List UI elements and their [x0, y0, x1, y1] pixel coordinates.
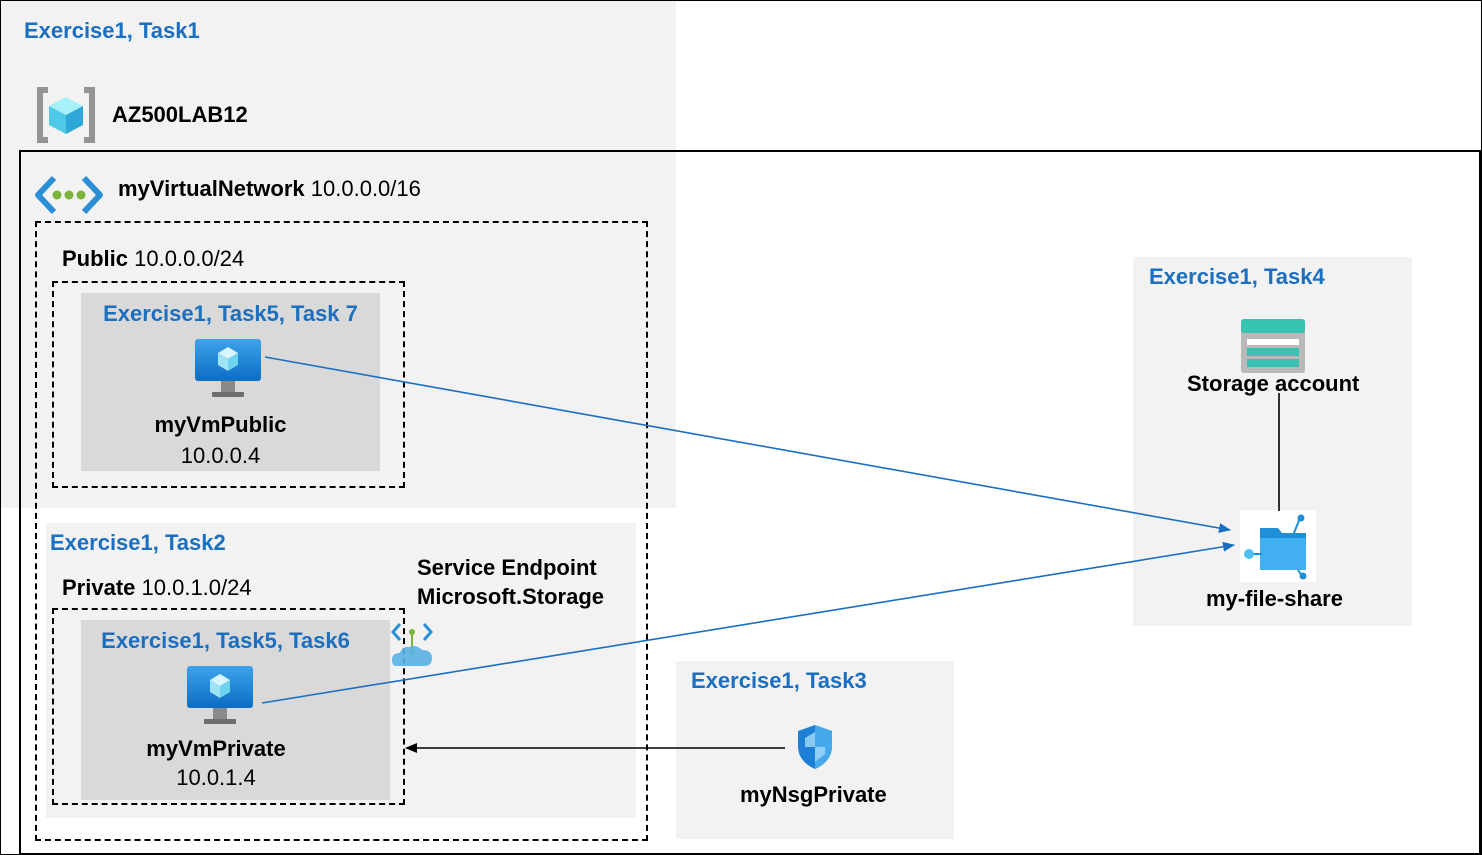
- private-subnet-name: Private: [62, 575, 136, 600]
- private-vm-to-share-arrow: [261, 541, 1235, 704]
- vm-icon[interactable]: [186, 665, 254, 727]
- vm-public-ip: 10.0.0.4: [180, 443, 261, 468]
- file-share-icon[interactable]: [1240, 510, 1316, 582]
- vnet-border: [19, 150, 1481, 855]
- private-subnet-label: Private 10.0.1.0/24: [62, 575, 252, 601]
- service-endpoint-icon: [390, 622, 434, 668]
- vm-private-task-label: Exercise1, Task5, Task6: [101, 628, 350, 653]
- exercise1-task2-label: Exercise1, Task2: [50, 530, 226, 555]
- virtual-network-icon: [34, 174, 104, 216]
- public-vm-to-share-arrow: [264, 356, 1231, 533]
- nsg-name: myNsgPrivate: [740, 782, 887, 807]
- vm-public-task-label: Exercise1, Task5, Task 7: [103, 301, 358, 326]
- vm-private-panel: [81, 620, 390, 800]
- vm-public-name: myVmPublic: [154, 412, 287, 437]
- private-subnet-boundary: [52, 608, 405, 805]
- storage-account-label: Storage account: [1187, 371, 1360, 396]
- exercise1-task4-label: Exercise1, Task4: [1149, 264, 1325, 289]
- vnet-dashed-boundary: [35, 221, 648, 841]
- vnet-label: myVirtualNetwork 10.0.0.0/16: [118, 176, 421, 202]
- public-subnet-boundary: [52, 281, 405, 488]
- storage-account-icon[interactable]: [1241, 319, 1305, 373]
- resource-group-name: AZ500LAB12: [112, 102, 248, 127]
- file-share-label: my-file-share: [1206, 586, 1343, 611]
- public-subnet-label: Public 10.0.0.0/24: [62, 246, 244, 272]
- vm-icon[interactable]: [194, 338, 262, 400]
- exercise1-task1-label: Exercise1, Task1: [24, 18, 200, 43]
- public-subnet-cidr: 10.0.0.0/24: [134, 246, 245, 271]
- vm-private-name: myVmPrivate: [146, 736, 286, 761]
- private-subnet-cidr: 10.0.1.0/24: [141, 575, 252, 600]
- service-endpoint-line1: Service Endpoint: [417, 555, 597, 580]
- exercise1-task3-label: Exercise1, Task3: [691, 668, 867, 693]
- vm-private-ip: 10.0.1.4: [176, 765, 256, 790]
- vnet-name: myVirtualNetwork: [118, 176, 305, 201]
- service-endpoint-line2: Microsoft.Storage: [417, 584, 605, 609]
- resource-group-icon: [36, 87, 96, 143]
- public-subnet-name: Public: [62, 246, 129, 271]
- nsg-shield-icon[interactable]: [796, 724, 834, 770]
- vnet-cidr: 10.0.0.0/16: [310, 176, 421, 201]
